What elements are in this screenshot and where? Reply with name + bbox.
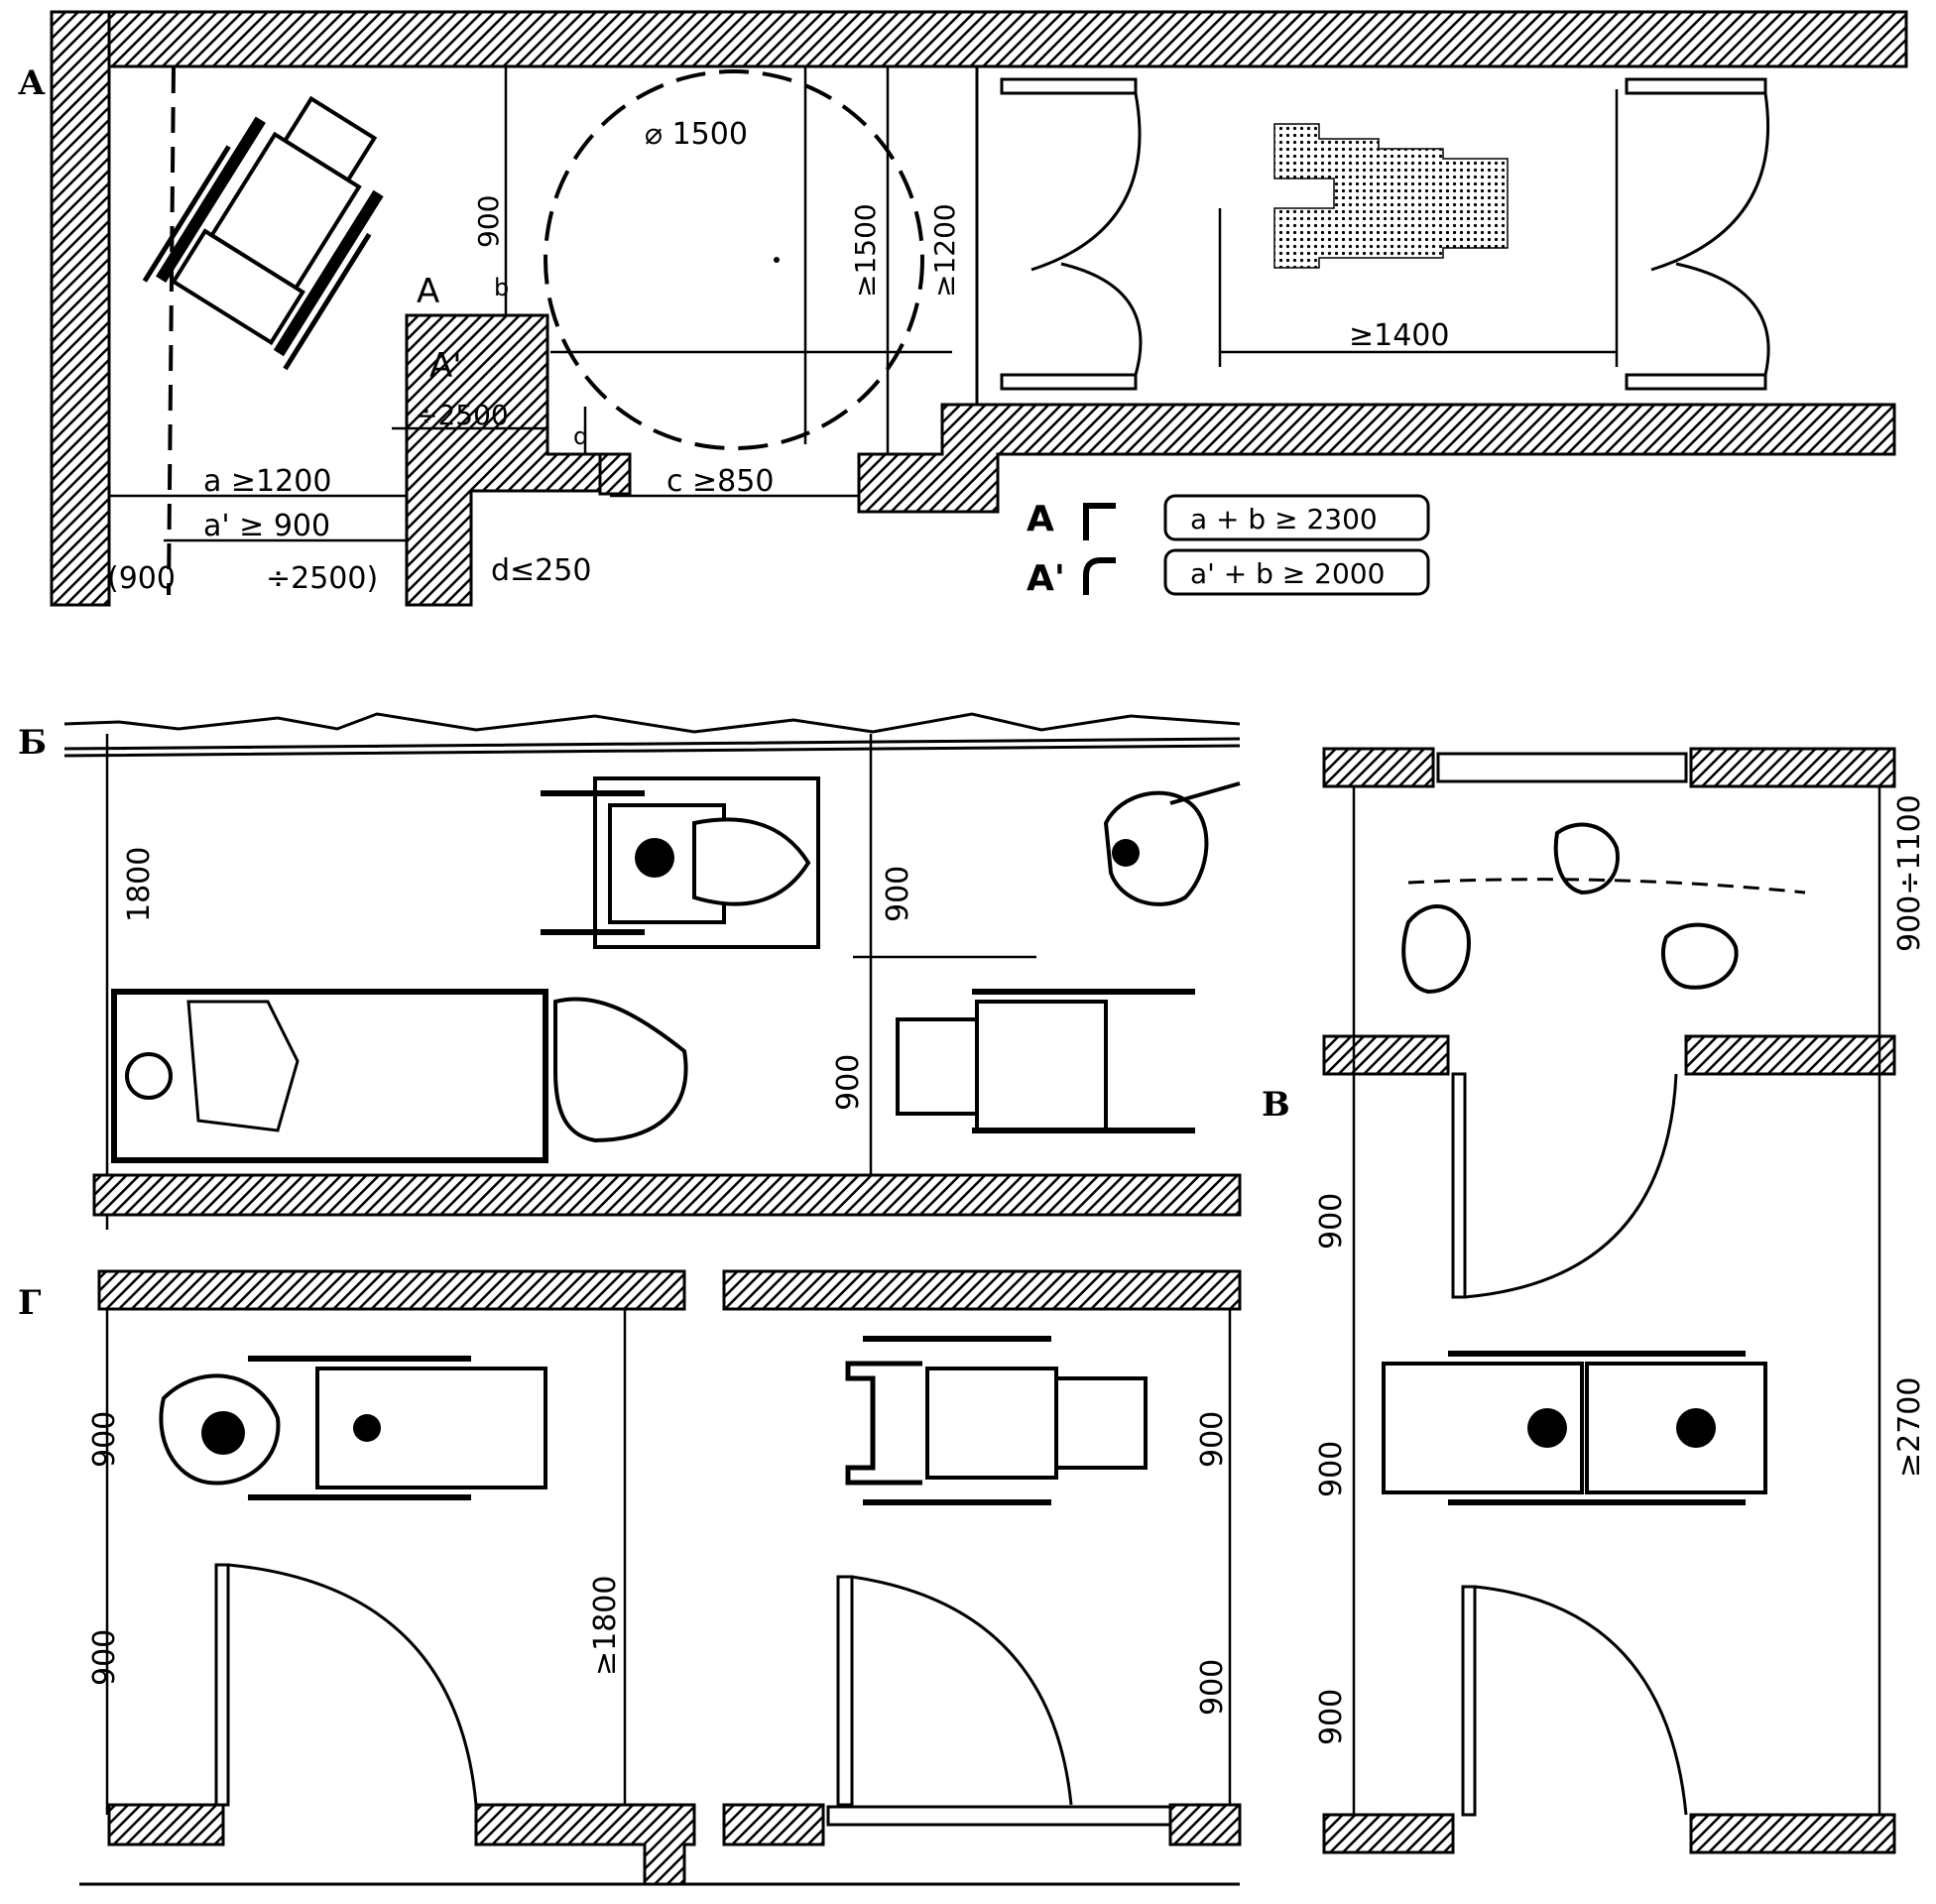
dim-aprime-label: a' ≥ 900 [203,509,330,543]
legend-key-aprime: А' [1027,558,1065,599]
dim-a-label: a ≥1200 [203,464,331,499]
circle-diameter-label: ⌀ 1500 [645,117,748,152]
broken-wall-top [63,712,1241,758]
section-v-plan: В 900÷1100 900 900 900 ≥2 [1262,747,1927,1854]
double-door-right-set [1625,77,1770,391]
dim-900-top-label: 900 [881,866,915,922]
g-door-leaf-1 [214,1563,230,1807]
dim-d-label: d≤250 [491,553,591,588]
g-wall-bottom-1 [107,1803,225,1846]
legend-row-aprime: А' a' + b ≥ 2000 [1027,548,1430,599]
g-wall-top-left [97,1269,686,1311]
corner-aprime-label: А' [429,346,462,386]
g-wheelchair-empty-icon [845,1336,1148,1505]
g-wall-top-right [722,1269,1242,1311]
corner-square-icon [1083,503,1116,540]
legend-row-a: А a + b ≥ 2300 [1027,494,1430,541]
people-passing-icon [1401,822,1806,995]
wheelchair-icon [142,95,384,371]
v-door-swing-upper [1464,1073,1678,1299]
doormat [1273,123,1509,269]
legend-formula-aprime: a' + b ≥ 2000 [1190,557,1385,590]
g-door-swing-1 [227,1563,478,1806]
dim-900-label: 900 [472,195,505,248]
dim-1400-label: ≥1400 [1349,318,1449,353]
legend-box-a [1163,494,1430,541]
turning-circle [544,69,924,450]
g-dim-900-right-b-label: 900 [1195,1659,1230,1716]
d-mark-label: d [573,422,588,450]
circle-center-mark [774,257,780,263]
g-door-swing-2 [851,1575,1073,1806]
wheelchair-empty-icon [896,989,1195,1133]
corner-a-label: А [417,272,439,311]
dim-1500-label: ≥1500 [849,203,882,298]
double-door-left-set [975,67,1143,405]
v-dim-900-c-label: 900 [1314,1689,1349,1745]
g-dim-900-right-a-label: 900 [1195,1411,1230,1468]
dim-1800-label: 1800 [122,847,157,922]
legend-box-aprime [1163,548,1430,596]
v-wall-top-right [1689,747,1896,788]
v-wall-bottom-right [1689,1813,1896,1854]
g-door-leaf-2 [836,1575,854,1807]
wheelchair-pair-icon [1382,1351,1767,1505]
corner-rounded-icon [1083,557,1116,595]
v-door-leaf-upper [1451,1072,1467,1299]
v-wall-mid-left [1322,1034,1450,1076]
v-door-swing-lower [1474,1585,1688,1816]
dim-c-label: c ≥850 [666,464,774,499]
dim-1200-label: ≥1200 [928,203,961,298]
v-wall-bottom-left [1322,1813,1455,1854]
v-window [1436,752,1688,783]
v-dim-2700-label: ≥2700 [1892,1377,1927,1478]
g-wall-bottom-4 [1168,1803,1242,1846]
g-dim-900-b-label: 900 [87,1629,122,1686]
dim-2500-range-label: ÷2500) [266,561,378,596]
dim-2500-label: ÷2500 [415,399,509,431]
left-wall [50,10,111,607]
section-g-letter: Г [18,1283,42,1323]
g-dim-1800-label: ≥1800 [588,1576,623,1676]
dim-900-range-label: (900 [107,561,176,596]
legend-key-a: А [1027,499,1054,539]
legend-formula-a: a + b ≥ 2300 [1190,503,1378,536]
g-threshold [826,1805,1172,1827]
g-wall-bottom-3 [722,1803,825,1846]
wheelchair-path-line [167,66,176,596]
v-dim-900-1100-label: 900÷1100 [1892,794,1927,952]
b-mark-label: b [494,274,509,301]
g-wheelchair-user-icon [159,1356,547,1500]
section-b-letter: Б [18,723,47,763]
v-door-leaf-lower [1461,1585,1477,1817]
lower-corridor-wall [857,403,1896,514]
g-wall-bottom-2 [474,1803,696,1886]
section-a-plan: А [18,10,1908,607]
stretcher-icon [111,989,688,1163]
corridor-b-wall [92,1173,1242,1217]
door-jamb-left [598,452,632,496]
section-g-plan: Г 900 900 ≥18 [18,1269,1242,1886]
dim-900-bottom-label: 900 [831,1054,866,1111]
v-wall-top-left [1322,747,1435,788]
v-dim-900-b-label: 900 [1314,1441,1349,1497]
g-dim-900-a-label: 900 [87,1411,122,1468]
section-v-letter: В [1262,1085,1290,1125]
section-b-plan: Б 1800 [18,712,1242,1230]
top-wall [50,10,1908,68]
wheelchair-user-icon [541,776,820,949]
section-a-letter: А [18,63,46,103]
v-dim-900-a-label: 900 [1314,1193,1349,1250]
v-wall-mid-right [1684,1034,1896,1076]
walking-person-icon [1103,781,1241,906]
